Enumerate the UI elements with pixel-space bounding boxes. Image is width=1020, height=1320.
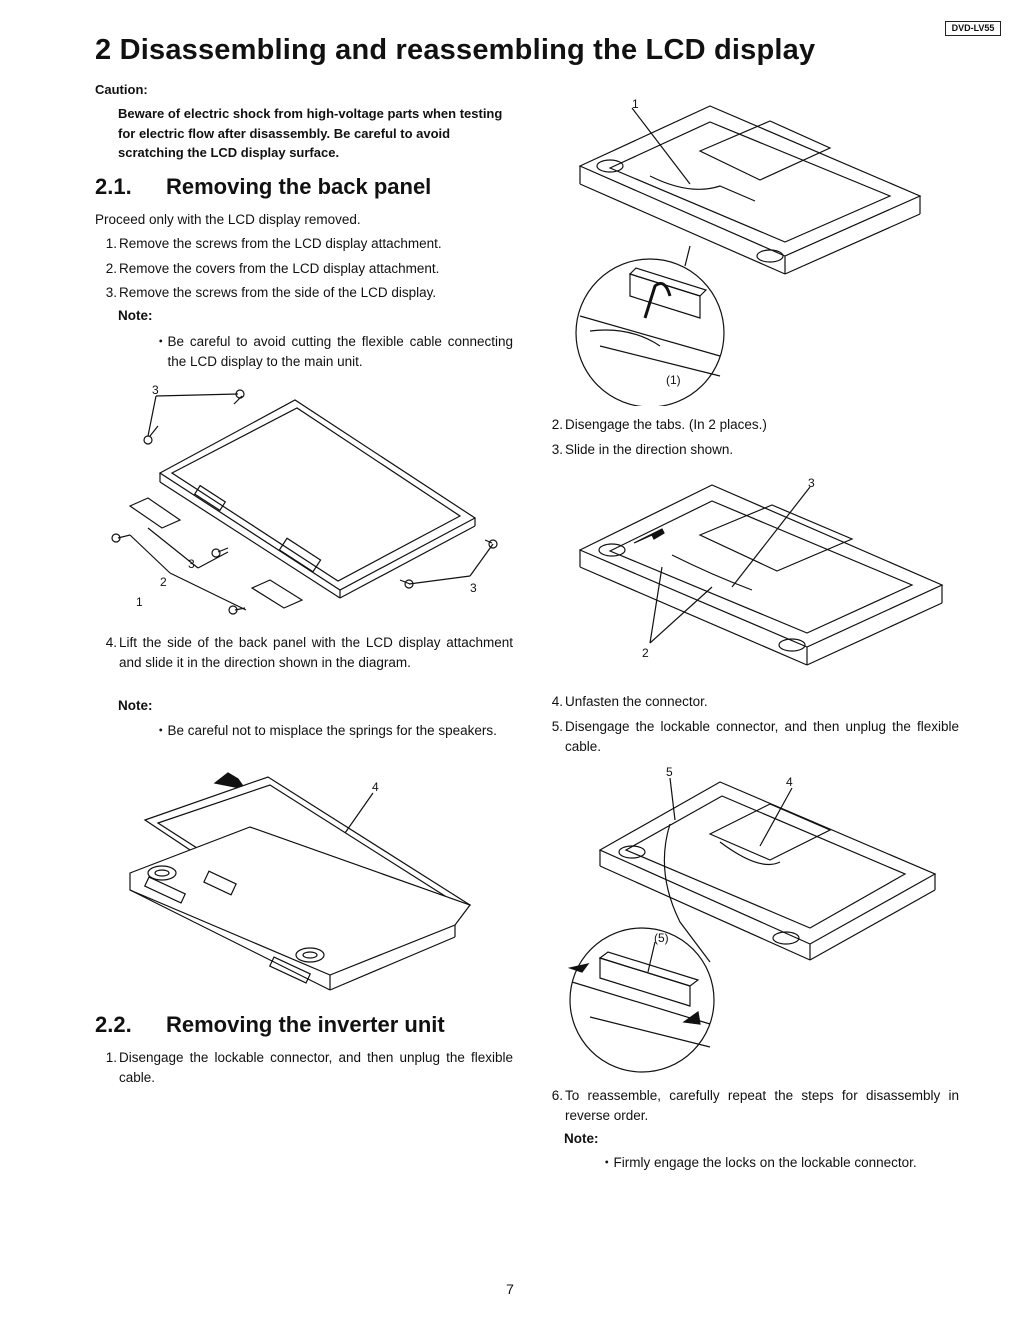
step-number: 5. [551, 719, 563, 734]
step-text: Lift the side of the back panel with the… [119, 635, 513, 670]
step-text: Remove the screws from the LCD display a… [119, 236, 442, 251]
bullet-mark: ・ [600, 1155, 614, 1170]
section-2-1-heading: 2.1. Removing the back panel [95, 174, 431, 200]
note-label: Note: [118, 308, 153, 323]
step-item: 4. Lift the side of the back panel with … [95, 633, 513, 672]
note-label: Note: [564, 1131, 599, 1146]
step-item: 2. Disengage the tabs. (In 2 places.) [541, 415, 959, 435]
note-text: Be careful to avoid cutting the flexible… [167, 334, 514, 369]
section-number: 2.2. [95, 1012, 132, 1037]
step-number: 2. [551, 417, 563, 432]
step-number: 6. [551, 1088, 563, 1103]
step-item: 1. Disengage the lockable connector, and… [95, 1048, 513, 1087]
step-item: 3. Remove the screws from the side of th… [95, 283, 513, 303]
fig1-label-2: 2 [160, 575, 167, 589]
caution-text: Beware of electric shock from high-volta… [118, 106, 503, 160]
fig2-label-4: 4 [372, 780, 379, 794]
fig3-label-1: 1 [632, 97, 639, 111]
step-number: 1. [105, 1050, 117, 1065]
fig3-label-1-paren: (1) [666, 373, 681, 387]
note-bullet: ・ Firmly engage the locks on the lockabl… [600, 1153, 960, 1173]
step-text: Slide in the direction shown. [565, 442, 734, 457]
fig5-label-5-paren: (5) [654, 931, 669, 945]
step-text: Unfasten the connector. [565, 694, 708, 709]
step-number: 4. [105, 635, 117, 650]
figure-lift-back-panel: 4 [129, 772, 472, 991]
fig5-label-4: 4 [786, 775, 793, 789]
note-text: Be careful not to misplace the springs f… [167, 723, 497, 738]
step-text: Disengage the lockable connector, and th… [565, 719, 959, 754]
fig1-label-3c: 3 [470, 581, 477, 595]
fig1-label-1: 1 [136, 595, 143, 609]
page-number: 7 [506, 1281, 514, 1297]
figure-slide-direction: 3 2 [578, 476, 944, 666]
fig1-label-3a: 3 [152, 383, 159, 397]
section-title: Removing the inverter unit [166, 1012, 445, 1037]
step-item: 3. Slide in the direction shown. [541, 440, 959, 460]
section-title: Removing the back panel [166, 174, 432, 199]
step-item: 2. Remove the covers from the LCD displa… [95, 259, 513, 279]
figure-lockable-connector: 5 4 (5) [567, 765, 937, 1073]
fig4-label-2: 2 [642, 646, 649, 660]
model-tag: DVD-LV55 [945, 21, 1001, 36]
step-item: 6. To reassemble, carefully repeat the s… [541, 1086, 959, 1125]
figure-back-panel-screws: 3 3 2 1 3 [111, 383, 498, 615]
bullet-mark: ・ [154, 723, 168, 738]
note-text: Firmly engage the locks on the lockable … [613, 1155, 917, 1170]
note-bullet: ・ Be careful to avoid cutting the flexib… [154, 332, 513, 371]
step-text: Disengage the lockable connector, and th… [119, 1050, 513, 1085]
step-number: 3. [105, 285, 117, 300]
section-number: 2.1. [95, 174, 132, 199]
step-text: To reassemble, carefully repeat the step… [565, 1088, 959, 1123]
step-item: 1. Remove the screws from the LCD displa… [95, 234, 513, 254]
step-item: 5. Disengage the lockable connector, and… [541, 717, 959, 756]
figure-inverter-tabs: 1 (1) [575, 97, 922, 406]
caution-label: Caution: [95, 82, 148, 97]
step-number: 4. [551, 694, 563, 709]
section-2-2-heading: 2.2. Removing the inverter unit [95, 1012, 445, 1038]
fig4-label-3: 3 [808, 476, 815, 490]
step-number: 2. [105, 261, 117, 276]
step-text: Disengage the tabs. (In 2 places.) [565, 417, 767, 432]
note-bullet: ・ Be careful not to misplace the springs… [154, 721, 513, 741]
step-item: 4. Unfasten the connector. [541, 692, 959, 712]
note-label: Note: [118, 698, 153, 713]
step-number: 3. [551, 442, 563, 457]
page-title: 2 Disassembling and reassembling the LCD… [95, 34, 816, 66]
bullet-mark: ・ [154, 334, 168, 349]
step-number: 1. [105, 236, 117, 251]
step-text: Remove the covers from the LCD display a… [119, 261, 440, 276]
intro-text: Proceed only with the LCD display remove… [95, 212, 361, 227]
step-text: Remove the screws from the side of the L… [119, 285, 437, 300]
fig1-label-3b: 3 [188, 557, 195, 571]
fig5-label-5: 5 [666, 765, 673, 779]
